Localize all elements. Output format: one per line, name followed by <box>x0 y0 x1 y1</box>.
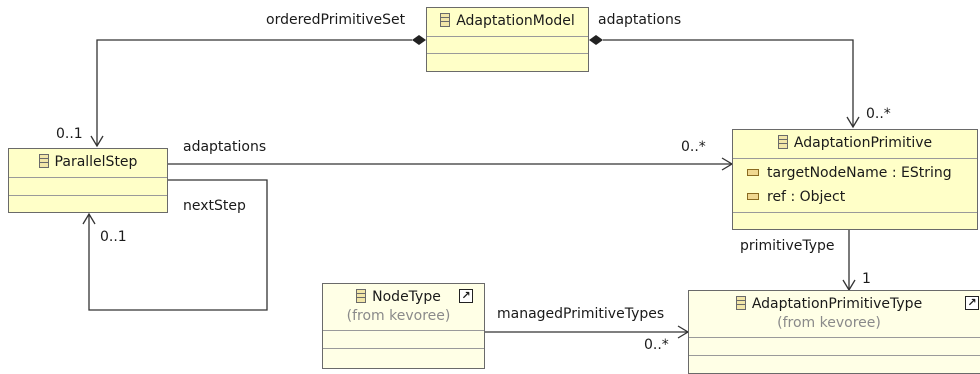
class-header: AdaptationPrimitiveType ↗ (from kevoree) <box>689 291 980 338</box>
operations-compartment <box>733 213 977 230</box>
role-next-step: nextStep <box>183 198 246 214</box>
operations-compartment <box>427 54 588 71</box>
class-adaptation-model[interactable]: AdaptationModel <box>426 7 589 72</box>
class-parallel-step[interactable]: ParallelStep <box>8 148 168 213</box>
attributes-compartment <box>427 37 588 54</box>
mult-model-adaptations: 0..* <box>866 106 891 122</box>
role-primitive-type: primitiveType <box>740 238 835 254</box>
attributes-compartment <box>323 331 484 349</box>
class-header: AdaptationModel <box>427 8 588 37</box>
attribute-target-node-name[interactable]: targetNodeName : EString <box>733 161 977 185</box>
operations-compartment <box>9 196 167 213</box>
class-name: AdaptationPrimitive <box>793 135 933 151</box>
class-header: AdaptationPrimitive <box>733 130 977 159</box>
shortcut-arrow-icon: ↗ <box>459 289 473 303</box>
edge-model-adaptations <box>589 35 860 129</box>
attributes-compartment <box>689 338 980 356</box>
class-origin: (from kevoree) <box>346 308 451 324</box>
class-name: ParallelStep <box>54 154 138 170</box>
class-header: ParallelStep <box>9 149 167 178</box>
edge-ordered-primitive-set <box>90 35 426 148</box>
role-ordered-primitive-set: orderedPrimitiveSet <box>266 12 406 28</box>
attribute-ref[interactable]: ref : Object <box>733 185 977 209</box>
shortcut-arrow-icon: ↗ <box>965 296 979 310</box>
role-managed-primitive-types: managedPrimitiveTypes <box>497 306 665 322</box>
class-icon <box>38 154 49 168</box>
mult-managed-primitive-types: 0..* <box>644 337 669 353</box>
class-adaptation-primitive-type[interactable]: AdaptationPrimitiveType ↗ (from kevoree) <box>688 290 980 374</box>
mult-primitive-type: 1 <box>862 271 871 287</box>
mult-step-adaptations: 0..* <box>681 139 706 155</box>
role-step-adaptations: adaptations <box>183 139 267 155</box>
edge-next-step <box>82 179 268 311</box>
attributes-compartment <box>9 178 167 196</box>
class-name: AdaptationPrimitiveType <box>751 296 923 312</box>
role-model-adaptations: adaptations <box>598 12 682 28</box>
mult-next-step: 0..1 <box>100 229 127 245</box>
mult-ordered-primitive-set: 0..1 <box>56 126 83 142</box>
class-icon <box>440 13 451 27</box>
class-icon <box>777 135 788 149</box>
class-icon <box>356 289 367 303</box>
class-header: NodeType ↗ (from kevoree) <box>323 284 484 331</box>
operations-compartment <box>689 356 980 373</box>
attribute-icon <box>747 169 759 176</box>
class-origin: (from kevoree) <box>777 315 881 331</box>
attributes-compartment: targetNodeName : EString ref : Object <box>733 159 977 213</box>
class-name: AdaptationModel <box>456 13 575 29</box>
edge-step-adaptations <box>168 157 734 171</box>
edge-primitive-type <box>842 230 856 292</box>
class-name: NodeType <box>372 289 441 305</box>
class-node-type[interactable]: NodeType ↗ (from kevoree) <box>322 283 485 369</box>
attribute-icon <box>747 193 759 200</box>
class-icon <box>735 296 746 310</box>
operations-compartment <box>323 349 484 366</box>
class-adaptation-primitive[interactable]: AdaptationPrimitive targetNodeName : ESt… <box>732 129 978 230</box>
